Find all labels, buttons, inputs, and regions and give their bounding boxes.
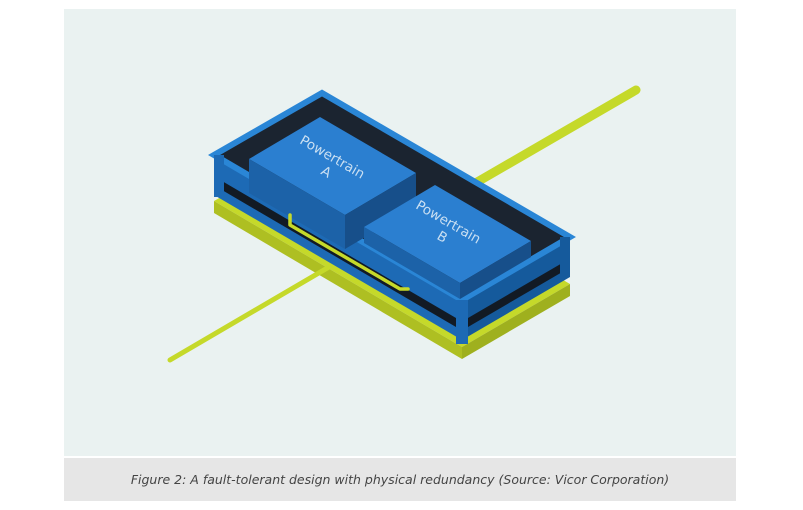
powertrain-redundancy-diagram: Powertrain A Powertrain B (167, 85, 641, 363)
powertrain-a-side-right (345, 173, 416, 249)
green-base-side-right (462, 284, 570, 359)
rail-line-front (167, 264, 332, 363)
figure-caption: Figure 2: A fault-tolerant design with p… (130, 472, 670, 487)
green-base-side-left (214, 201, 462, 359)
enclosure-gap-right (468, 262, 564, 327)
powertrain-b-top (364, 185, 531, 283)
powertrain-a-top (249, 117, 416, 215)
powertrain-b-side-right (460, 241, 531, 299)
powertrain-a-side-left (249, 159, 345, 249)
caption-bar: Figure 2: A fault-tolerant design with p… (64, 458, 736, 501)
powertrain-b-side-left (364, 227, 460, 299)
figure-panel: Powertrain A Powertrain B (64, 9, 736, 456)
support-post-left (214, 155, 224, 197)
rail-line-back (467, 85, 641, 190)
support-post-front (456, 300, 468, 344)
support-post-right (560, 237, 570, 277)
connector-wire (288, 213, 410, 291)
